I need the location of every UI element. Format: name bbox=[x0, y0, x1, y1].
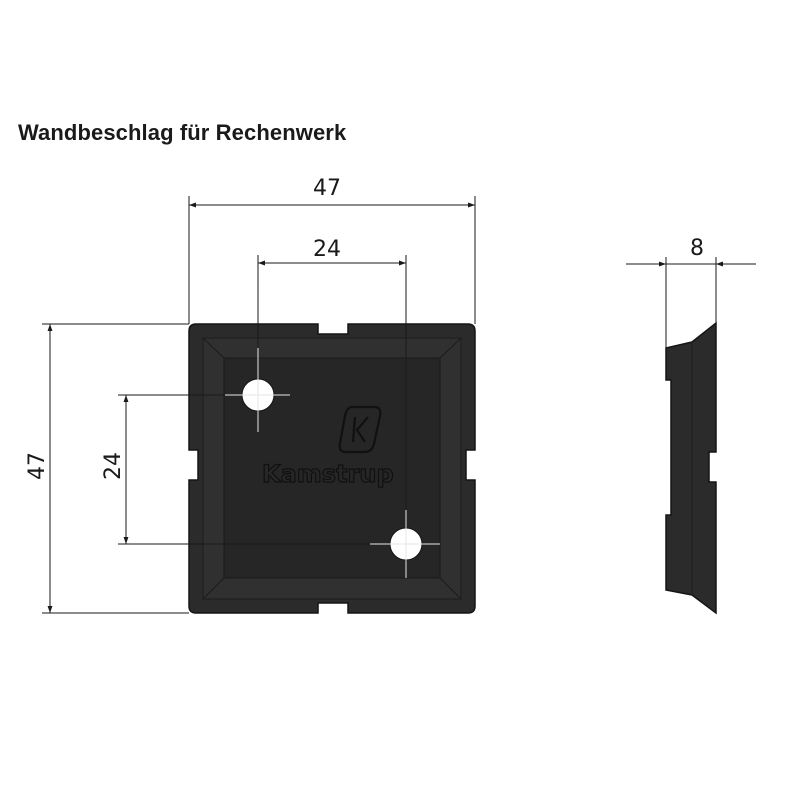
kamstrup-logo-icon bbox=[338, 405, 382, 454]
side-dimensions bbox=[626, 257, 756, 348]
kamstrup-logo-text: Kamstrup bbox=[262, 460, 394, 488]
mounting-plate-front: Kamstrup bbox=[188, 323, 476, 614]
mounting-plate-side bbox=[665, 321, 717, 615]
height-dim-label: 47 bbox=[25, 452, 50, 480]
hole-h-dim-label: 24 bbox=[313, 237, 341, 262]
front-dimensions bbox=[42, 196, 476, 614]
kamstrup-logo: Kamstrup bbox=[261, 405, 394, 489]
page-title: Wandbeschlag für Rechenwerk bbox=[18, 120, 347, 145]
side-profile bbox=[665, 321, 717, 615]
hole-v-dim-label: 24 bbox=[101, 452, 126, 480]
depth-dim-label: 8 bbox=[690, 236, 704, 261]
width-dim-label: 47 bbox=[313, 176, 341, 201]
